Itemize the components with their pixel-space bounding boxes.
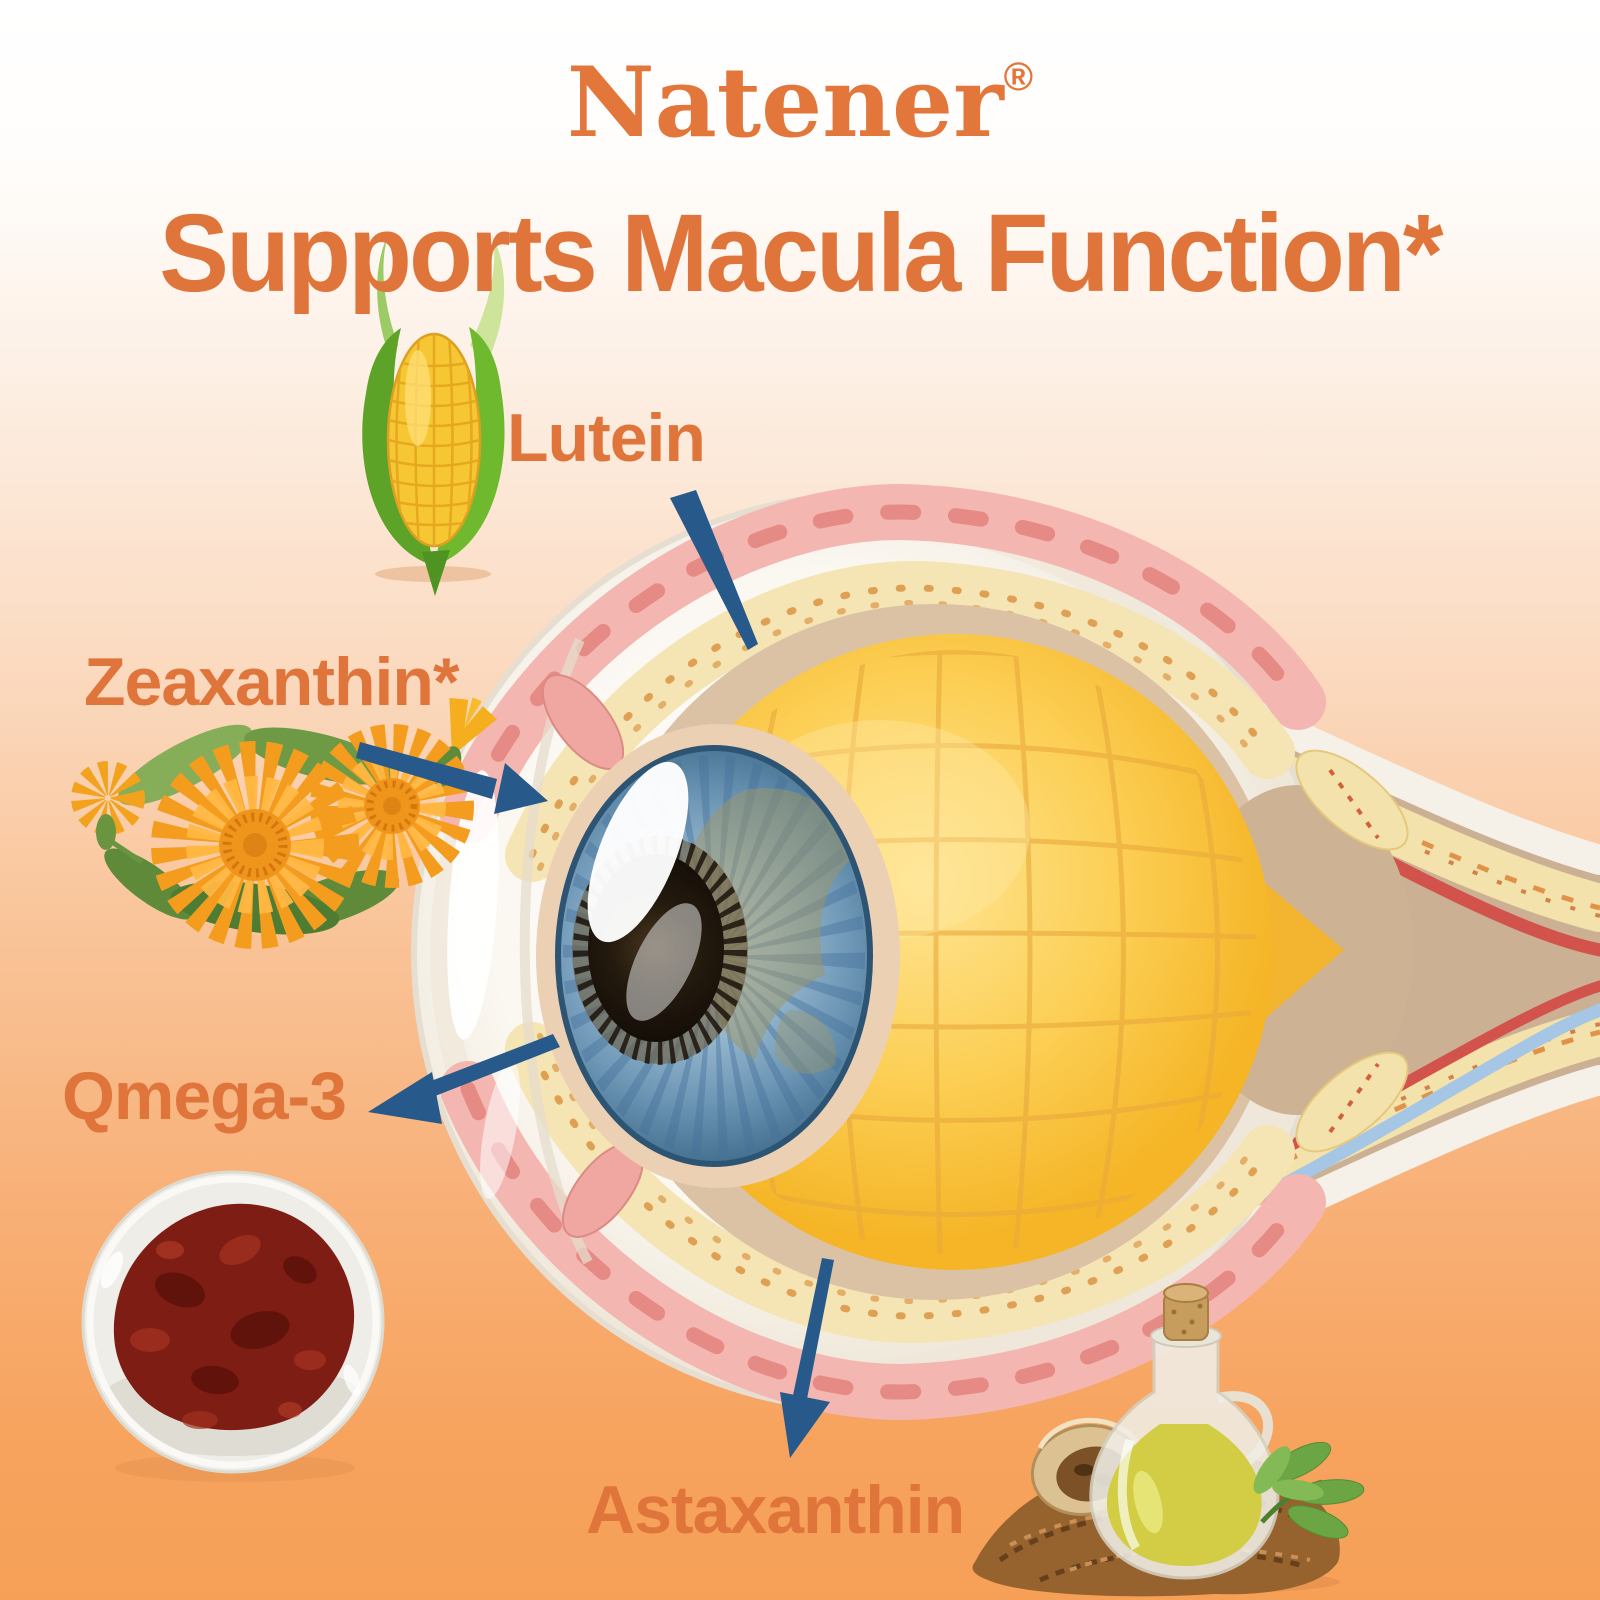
brand-logo: Natener® — [0, 46, 1600, 159]
brand-name: Natener — [566, 46, 1004, 159]
red-powder-dish-icon — [81, 1170, 385, 1482]
registered-trademark: ® — [1003, 55, 1034, 99]
nerve-head-tissue — [1295, 749, 1409, 1153]
label-omega3: Qmega-3 — [62, 1058, 347, 1134]
lutein-arrow — [670, 490, 758, 650]
flaxseed-oil-bottle-icon — [972, 1283, 1365, 1597]
label-astaxanthin: Astaxanthin — [586, 1472, 965, 1548]
pointer-arrows — [356, 490, 834, 1458]
iris — [555, 745, 873, 1167]
zeaxanthin-arrow — [356, 742, 548, 814]
label-zeaxanthin: Zeaxanthin* — [84, 644, 459, 720]
corn-cob-icon — [362, 235, 505, 596]
label-lutein: Lutein — [507, 400, 706, 476]
omega3-arrow — [368, 1034, 560, 1124]
eyeball-cross-section — [411, 483, 1413, 1421]
astaxanthin-arrow — [780, 1258, 834, 1458]
marigold-flowers-icon — [71, 697, 497, 949]
headline: Supports Macula Function* — [159, 192, 1443, 315]
